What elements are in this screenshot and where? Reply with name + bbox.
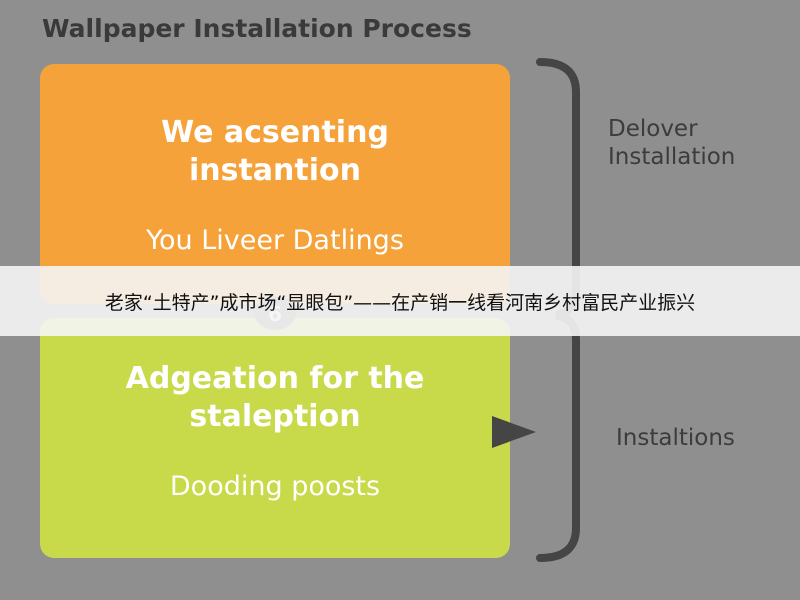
- side-label-top-line2: Installation: [608, 144, 736, 170]
- step-box-bottom-heading: Adgeation for the staleption: [126, 360, 425, 436]
- step-box-top-heading: We acsenting instantion: [161, 114, 389, 190]
- caption-banner: 老家“土特产”成市场“显眼包”——在产销一线看河南乡村富民产业振兴: [0, 266, 800, 336]
- step-box-top-heading-line2: instantion: [188, 153, 361, 188]
- caption-banner-text: 老家“土特产”成市场“显眼包”——在产销一线看河南乡村富民产业振兴: [104, 291, 696, 314]
- step-box-bottom-subtext: Dooding poosts: [169, 471, 381, 502]
- step-box-bottom: Adgeation for the staleption Dooding poo…: [40, 318, 510, 558]
- step-box-bottom-heading-line1: Adgeation for the: [125, 361, 425, 396]
- side-label-delover-installation: Delover Installation: [608, 115, 735, 171]
- side-label-instaltions: Instaltions: [616, 425, 735, 451]
- step-box-top-heading-line1: We acsenting: [161, 115, 389, 150]
- step-box-top-subtext: You Liveer Datlings: [146, 225, 404, 256]
- step-box-top: We acsenting instantion You Liveer Datli…: [40, 64, 510, 304]
- diagram-title: Wallpaper Installation Process: [42, 14, 472, 43]
- arrow-right-icon: [492, 416, 536, 448]
- side-label-top-line1: Delover: [608, 116, 698, 142]
- step-box-bottom-heading-line2: staleption: [189, 399, 361, 434]
